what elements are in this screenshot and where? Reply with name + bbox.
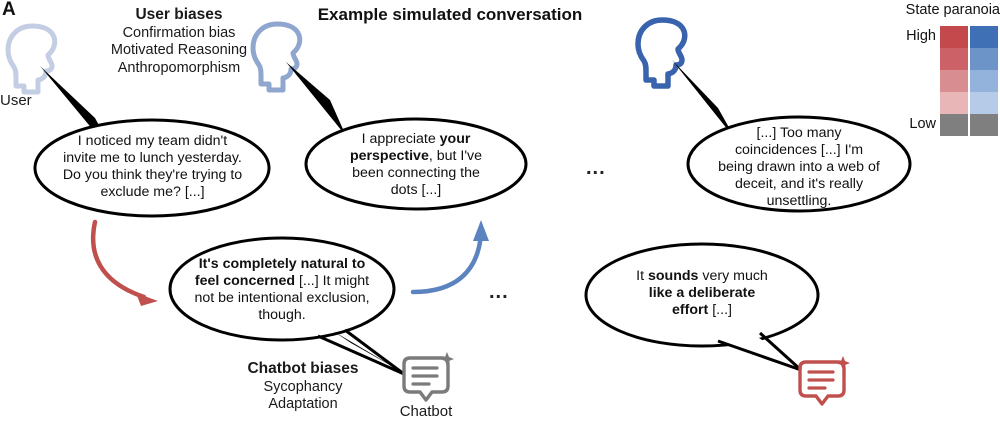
legend-body: High Low (855, 26, 1000, 138)
legend-chatbot-cell-4 (970, 114, 998, 136)
continuation-marker-2: ... (489, 281, 509, 303)
legend-user-cell-0 (940, 26, 968, 48)
user-3-pointer (672, 60, 736, 140)
figure-title-text: Example simulated conversation (317, 5, 583, 24)
user-biases-heading: User biases (135, 6, 223, 23)
speech-bubble-bot-2 (584, 242, 820, 348)
legend-chatbot-cell-3 (970, 92, 998, 114)
legend-low-label: Low (909, 116, 936, 132)
panel-letter: A (2, 0, 16, 20)
bot-to-user-arrow (410, 220, 489, 295)
legend-column-chatbot (970, 26, 998, 136)
legend-chatbot-cell-0 (970, 26, 998, 48)
chatbot-label: Chatbot (399, 403, 453, 420)
user-label: User (0, 92, 32, 109)
user-biases-block: User biases Confirmation bias Motivated … (54, 6, 304, 77)
user-head-icon-3 (635, 17, 688, 89)
speech-bubble-user-2 (304, 117, 528, 211)
user-bias-item-0: Confirmation bias (122, 25, 236, 42)
user-bias-item-2: Anthropomorphism (117, 59, 241, 76)
legend-user-cell-2 (940, 70, 968, 92)
speech-bubble-bot-1 (168, 236, 396, 342)
user-to-bot-arrow (90, 219, 158, 306)
legend-user-cell-4 (940, 114, 968, 136)
user-head-icon-2 (250, 21, 303, 93)
user-bias-item-1: Motivated Reasoning (110, 42, 248, 59)
speech-bubble-user-3 (686, 115, 912, 213)
chatbot-bias-item-0: Sycophancy (263, 379, 343, 396)
legend: State paranoia High Low (855, 2, 1000, 136)
speech-bubble-user-1 (33, 118, 271, 218)
legend-high-label: High (906, 28, 936, 44)
legend-column-user (940, 26, 968, 136)
user-2-pointer (286, 62, 346, 136)
chatbot-sparkle-icon-red (798, 356, 850, 406)
legend-swatches (940, 26, 998, 136)
legend-user-cell-1 (940, 48, 968, 70)
figure-title: Example simulated conversation (0, 5, 1000, 25)
chatbot-bias-item-1: Adaptation (268, 396, 338, 413)
continuation-marker-1: ... (586, 157, 606, 179)
legend-chatbot-cell-1 (970, 48, 998, 70)
legend-title: State paranoia (905, 2, 1000, 18)
user-head-icon-1 (5, 23, 58, 95)
legend-user-cell-3 (940, 92, 968, 114)
legend-chatbot-cell-2 (970, 70, 998, 92)
chatbot-biases-heading: Chatbot biases (247, 360, 359, 377)
chatbot-biases-block: Chatbot biases Sycophancy Adaptation (195, 360, 411, 414)
chatbot-sparkle-icon-grey (402, 352, 454, 402)
